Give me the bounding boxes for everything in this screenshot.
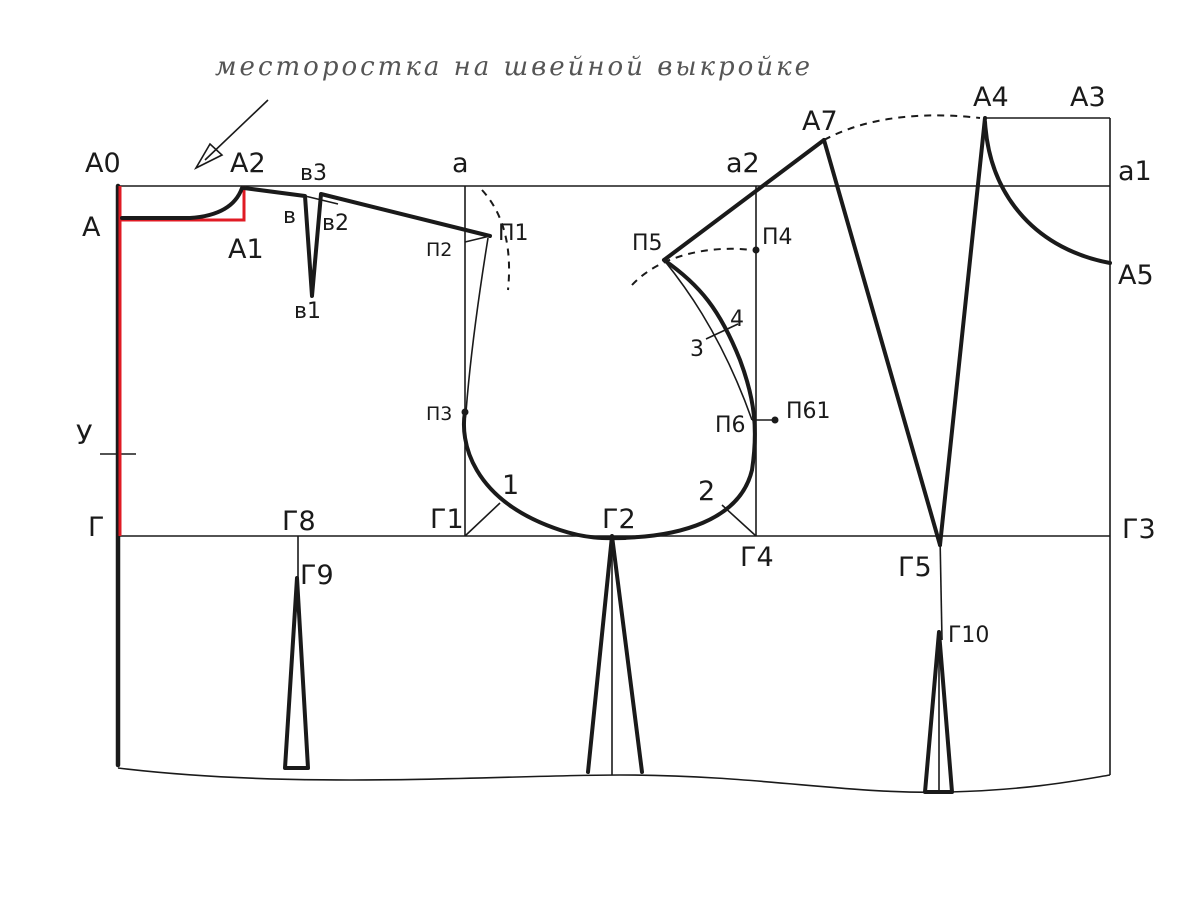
label-G9: Г9 <box>300 560 334 591</box>
label-P2: П2 <box>426 239 452 261</box>
label-A7: A7 <box>802 106 838 137</box>
hem-line <box>117 767 1111 794</box>
front-shoulder <box>242 186 511 298</box>
annotation-arrow <box>193 99 269 170</box>
label-a: а <box>452 148 469 179</box>
waist-dart-side <box>586 534 644 775</box>
label-v2: в2 <box>322 211 349 236</box>
waist-dart-back <box>923 630 954 794</box>
back-shoulder <box>662 114 1112 547</box>
label-P6: П6 <box>715 413 746 438</box>
label-G1: Г1 <box>430 504 464 535</box>
label-P3: П3 <box>426 403 452 425</box>
dash-arc-p1 <box>481 189 511 291</box>
label-G3: Г3 <box>1122 514 1156 545</box>
label-v: в <box>283 204 296 229</box>
label-A3: A3 <box>1070 82 1106 113</box>
label-P61: П61 <box>786 399 831 424</box>
label-A5: A5 <box>1118 260 1154 291</box>
label-v1: в1 <box>294 299 321 324</box>
annotation-text: месторостка на швейной выкройке <box>215 52 813 82</box>
label-a2: а2 <box>726 148 760 179</box>
neck-curve <box>120 186 244 220</box>
label-2: 2 <box>698 476 715 507</box>
label-P1: П1 <box>498 221 529 246</box>
label-G: Г <box>88 512 104 543</box>
label-U: У <box>76 420 92 451</box>
label-A: A <box>82 212 101 243</box>
point-labels: A0 A A2 A1 в3 в в2 в1 а П1 П2 П3 а2 П5 П… <box>76 82 1156 648</box>
label-A2: A2 <box>230 148 266 179</box>
label-1: 1 <box>502 470 519 501</box>
label-4: 4 <box>730 307 744 332</box>
line-g5-g10 <box>939 535 943 641</box>
label-A0: A0 <box>85 148 121 179</box>
construction-grid <box>100 117 1111 794</box>
label-P4: П4 <box>762 225 793 250</box>
label-P5: П5 <box>632 231 663 256</box>
label-G5: Г5 <box>898 552 932 583</box>
label-3: 3 <box>690 337 704 362</box>
label-a1: а1 <box>1118 156 1152 187</box>
dash-arc-a7 <box>823 114 981 141</box>
label-G4: Г4 <box>740 542 774 573</box>
back-armhole <box>610 246 779 540</box>
label-G8: Г8 <box>282 506 316 537</box>
label-A4: A4 <box>973 82 1009 113</box>
label-G2: Г2 <box>602 504 636 535</box>
neck-highlight <box>118 186 246 536</box>
label-G10: Г10 <box>948 623 989 648</box>
label-v3: в3 <box>300 161 327 186</box>
waist-dart-front <box>283 576 310 770</box>
front-armhole <box>461 237 627 541</box>
dash-arc-p5 <box>631 247 753 286</box>
label-A1: A1 <box>228 234 264 265</box>
